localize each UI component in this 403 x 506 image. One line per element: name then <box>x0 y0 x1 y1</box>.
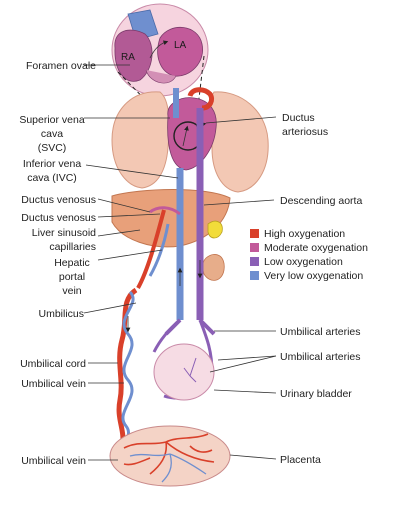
ductus-venosus <box>149 206 181 216</box>
label-ductus-venosus-1: Ductus venosus <box>21 194 96 206</box>
label-placenta: Placenta <box>280 454 321 466</box>
umbilical-cord-vein <box>116 287 138 449</box>
heart <box>167 87 217 171</box>
label-ivc-line-1: Inferior vena <box>23 158 82 170</box>
label-urinary-bladder: Urinary bladder <box>280 388 352 400</box>
label-descending-aorta: Descending aorta <box>280 195 362 207</box>
legend-label-low: Low oxygenation <box>264 256 343 268</box>
legend-swatch-moderate <box>250 243 259 252</box>
label-hepatic-line-2: portal <box>59 271 85 283</box>
left-lung <box>210 91 269 193</box>
aortic-arch <box>187 87 215 111</box>
label-liver-line-2: capillaries <box>49 241 96 253</box>
legend-label-moderate: Moderate oxygenation <box>264 242 368 254</box>
legend-swatch-very-low <box>250 271 259 280</box>
legend-swatch-high <box>250 229 259 238</box>
label-hepatic-line-1: Hepatic <box>54 257 90 269</box>
legend-label-high: High oxygenation <box>264 228 345 240</box>
label-ductus-arteriosus-1: Ductus <box>282 112 315 124</box>
label-umbilical-arteries-2: Umbilical arteries <box>280 351 361 363</box>
liver <box>111 189 231 248</box>
placenta <box>109 425 231 487</box>
label-svc-line-1: Superior vena <box>19 114 85 126</box>
label-ivc-line-2: cava (IVC) <box>27 172 77 184</box>
label-foramen-ovale: Foramen ovale <box>26 60 96 72</box>
label-umbilical-cord: Umbilical cord <box>20 358 86 370</box>
label-svc-line-3: (SVC) <box>38 142 67 154</box>
legend: High oxygenation Moderate oxygenation Lo… <box>250 228 368 282</box>
urinary-bladder <box>153 343 215 401</box>
ra-label: RA <box>121 52 135 63</box>
label-umbilical-arteries-1: Umbilical arteries <box>280 326 361 338</box>
label-hepatic-line-3: vein <box>62 285 81 297</box>
umbilical-cord-arteries <box>121 290 135 453</box>
label-svc-line-2: cava <box>41 128 63 140</box>
label-ductus-venosus-2: Ductus venosus <box>21 212 96 224</box>
right-atrium <box>114 29 153 82</box>
left-atrium <box>157 26 203 77</box>
leader-lines <box>83 64 277 461</box>
right-lung <box>111 91 170 189</box>
label-umbilical-vein-2: Umbilical vein <box>21 455 86 467</box>
hepatic-portal-vein <box>148 223 170 277</box>
kidney <box>202 254 225 281</box>
gall-bladder <box>207 220 223 239</box>
foramen-ovale-flow-arrow <box>149 40 169 59</box>
legend-swatch-low <box>250 257 259 266</box>
label-umbilical-vein-1: Umbilical vein <box>21 378 86 390</box>
label-ductus-arteriosus-2: arteriosus <box>282 126 328 138</box>
heart-inset: RA LA <box>111 3 209 97</box>
label-umbilicus: Umbilicus <box>38 308 84 320</box>
legend-label-very-low: Very low oxygenation <box>264 270 363 282</box>
label-liver-line-1: Liver sinusoid <box>32 227 96 239</box>
umbilical-vein-path <box>136 209 166 289</box>
la-label: LA <box>174 40 187 51</box>
